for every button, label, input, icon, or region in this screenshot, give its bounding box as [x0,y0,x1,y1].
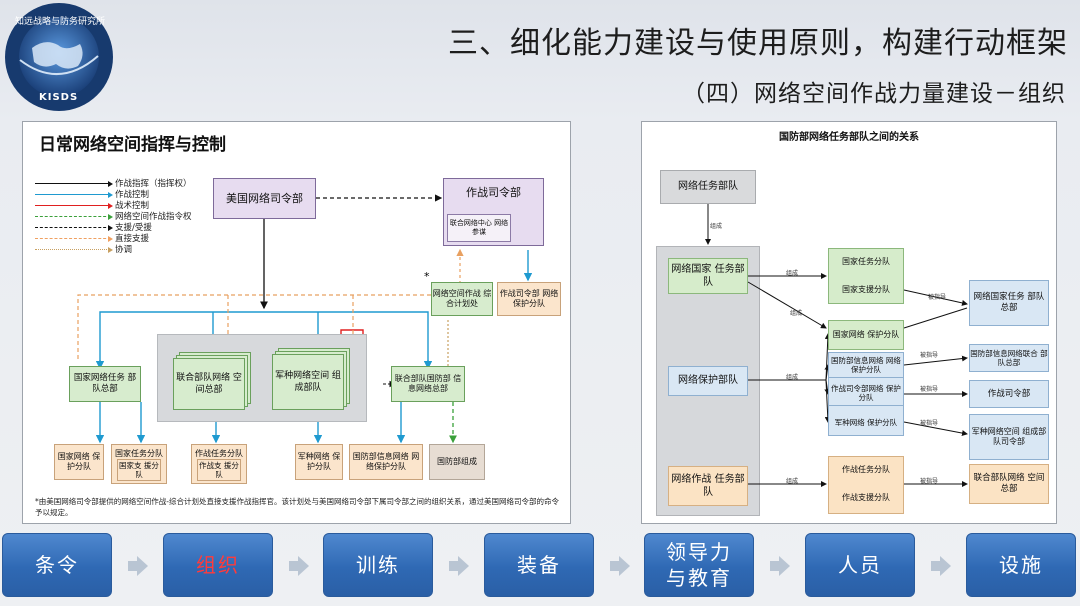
nav-organization[interactable]: 组织 [163,533,273,597]
national-mission-force-box: 网络国家 任务部队 [668,258,748,294]
nav-arrow-icon [449,556,469,576]
legend-item: 直接支援 [35,233,149,244]
national-support-team-box: 国家支援分队 [842,285,890,294]
cmt-group [828,456,904,514]
legend: 作战指挥（指挥权） 作战控制 战术控制 网络空间作战指令权 支援/受援 直接支援… [35,178,235,318]
nav-arrow-icon [770,556,790,576]
connector-lines [77,194,533,444]
combat-support-team-box: 作战支援分队 [842,493,890,502]
dod-components-box: 国防部组成 [429,444,485,480]
dodin-protect-team-box: 国防部信息网络 网络保护分队 [828,352,904,378]
asterisk-mark: * [424,270,430,283]
compose-label: 组成 [786,478,799,485]
legend-item: 支援/受援 [35,222,152,233]
main-title: 三、细化能力建设与使用原则，构建行动框架 [448,26,1068,61]
combat-support-team-box: 作战支 援分队 [197,459,241,481]
national-mission-team-box: 国家任务分队 [842,257,890,266]
cyber-protection-force-box: 网络保护部队 [668,366,748,396]
logo-bottom-text: KISDS [39,92,79,103]
joint-cyber-staff-box: 联合网络中心 网络参谋 [447,214,511,242]
cyber-mission-force-box: 网络任务部队 [660,170,756,204]
nav-training[interactable]: 训练 [323,533,433,597]
connector-lines [705,204,968,487]
nmt-hq-box: 国家网络任务 部队总部 [69,366,141,402]
nav-arrow-icon [610,556,630,576]
directed-label: 被指导 [920,420,939,427]
footnote: *由美国网络司令部提供的网络空间作战-综合计划处直接支援作战指挥官。该计划处与美… [35,497,559,517]
nmf-hq-box: 网络国家任务 部队总部 [969,280,1049,326]
nav-leadership-education[interactable]: 领导力与教育 [644,533,754,597]
compose-label: 组成 [790,310,803,317]
combatant-command-box: 作战司令部 [969,380,1049,408]
national-protect-team-box: 国家网络 保护分队 [54,444,104,480]
service-protect-team-box: 军种网络 保护分队 [834,417,898,427]
national-support-team-box: 国家支 援分队 [117,459,161,481]
diagram-title: 日常网络空间指挥与控制 [39,135,226,155]
directed-label: 被指导 [920,352,939,359]
nav-personnel[interactable]: 人员 [805,533,915,597]
combat-mission-team-box: 作战任务分队 [842,465,890,474]
nmt-group [828,248,904,304]
nav-arrow-icon [289,556,309,576]
ccmd-protect-team-box: 作战司令部 网络保护分队 [497,282,561,316]
nav-materiel[interactable]: 装备 [484,533,594,597]
jfhq-cyber-box: 联合部队网络 空间总部 [173,358,245,410]
nav-doctrine[interactable]: 条令 [2,533,112,597]
compose-label: 组成 [786,270,799,277]
legend-item: 作战指挥（指挥权） [35,178,192,189]
compose-label: 组成 [710,223,723,230]
nav-facilities[interactable]: 设施 [966,533,1076,597]
service-protect-team-box: 军种网络 保护分队 [295,444,343,480]
national-protect-team-box: 国家网络 保护分队 [828,320,904,350]
jcpo-box: 网络空间作战 综合计划处 [431,282,493,316]
nav-arrow-icon [931,556,951,576]
directed-label: 被指导 [920,386,939,393]
compose-label: 组成 [786,374,799,381]
legend-item: 作战控制 [35,189,149,200]
cmf-relationship-diagram: 国防部网络任务部队之间的关系 网络任务部队 组成 网络国家 任务部队 网络保护部… [641,121,1057,524]
legend-item: 战术控制 [35,200,149,211]
legend-item: 网络空间作战指令权 [35,211,192,222]
service-component-hq-box: 军种网络空间 组成部队司令部 [969,414,1049,460]
command-control-diagram: 日常网络空间指挥与控制 作战指挥（指挥权） 作战控制 战术控制 网络空间作战指令… [22,121,571,524]
dodin-protect-team-box: 国防部信息网络 网络保护分队 [349,444,423,480]
jfhq-dodin-box: 联合部队国防部 信息网络总部 [391,366,465,402]
service-cyber-component-box: 军种网络空间 组成部队 [272,354,344,410]
directed-label: 被指导 [928,294,947,301]
diagram-title: 国防部网络任务部队之间的关系 [779,132,919,143]
jfhq-cyber-box: 联合部队网络 空间总部 [969,464,1049,504]
legend-item: 协调 [35,244,132,255]
sub-title: （四）网络空间作战力量建设－组织 [682,81,1066,107]
cpt-group [828,352,904,436]
logo-top-text: 知远战略与防务研究所 [14,17,105,27]
combat-mission-force-box: 网络作战 任务部队 [668,466,748,506]
ccmd-protect-team-box: 作战司令部网络 保护分队 [828,380,904,406]
directed-label: 被指导 [920,478,939,485]
logo: 知远战略与防务研究所 KISDS [0,0,118,118]
nav-arrow-icon [128,556,148,576]
cybercom-box: 美国网络司令部 [213,178,316,219]
jfhq-dodin-box: 国防部信息网络联合 部队总部 [969,344,1049,372]
